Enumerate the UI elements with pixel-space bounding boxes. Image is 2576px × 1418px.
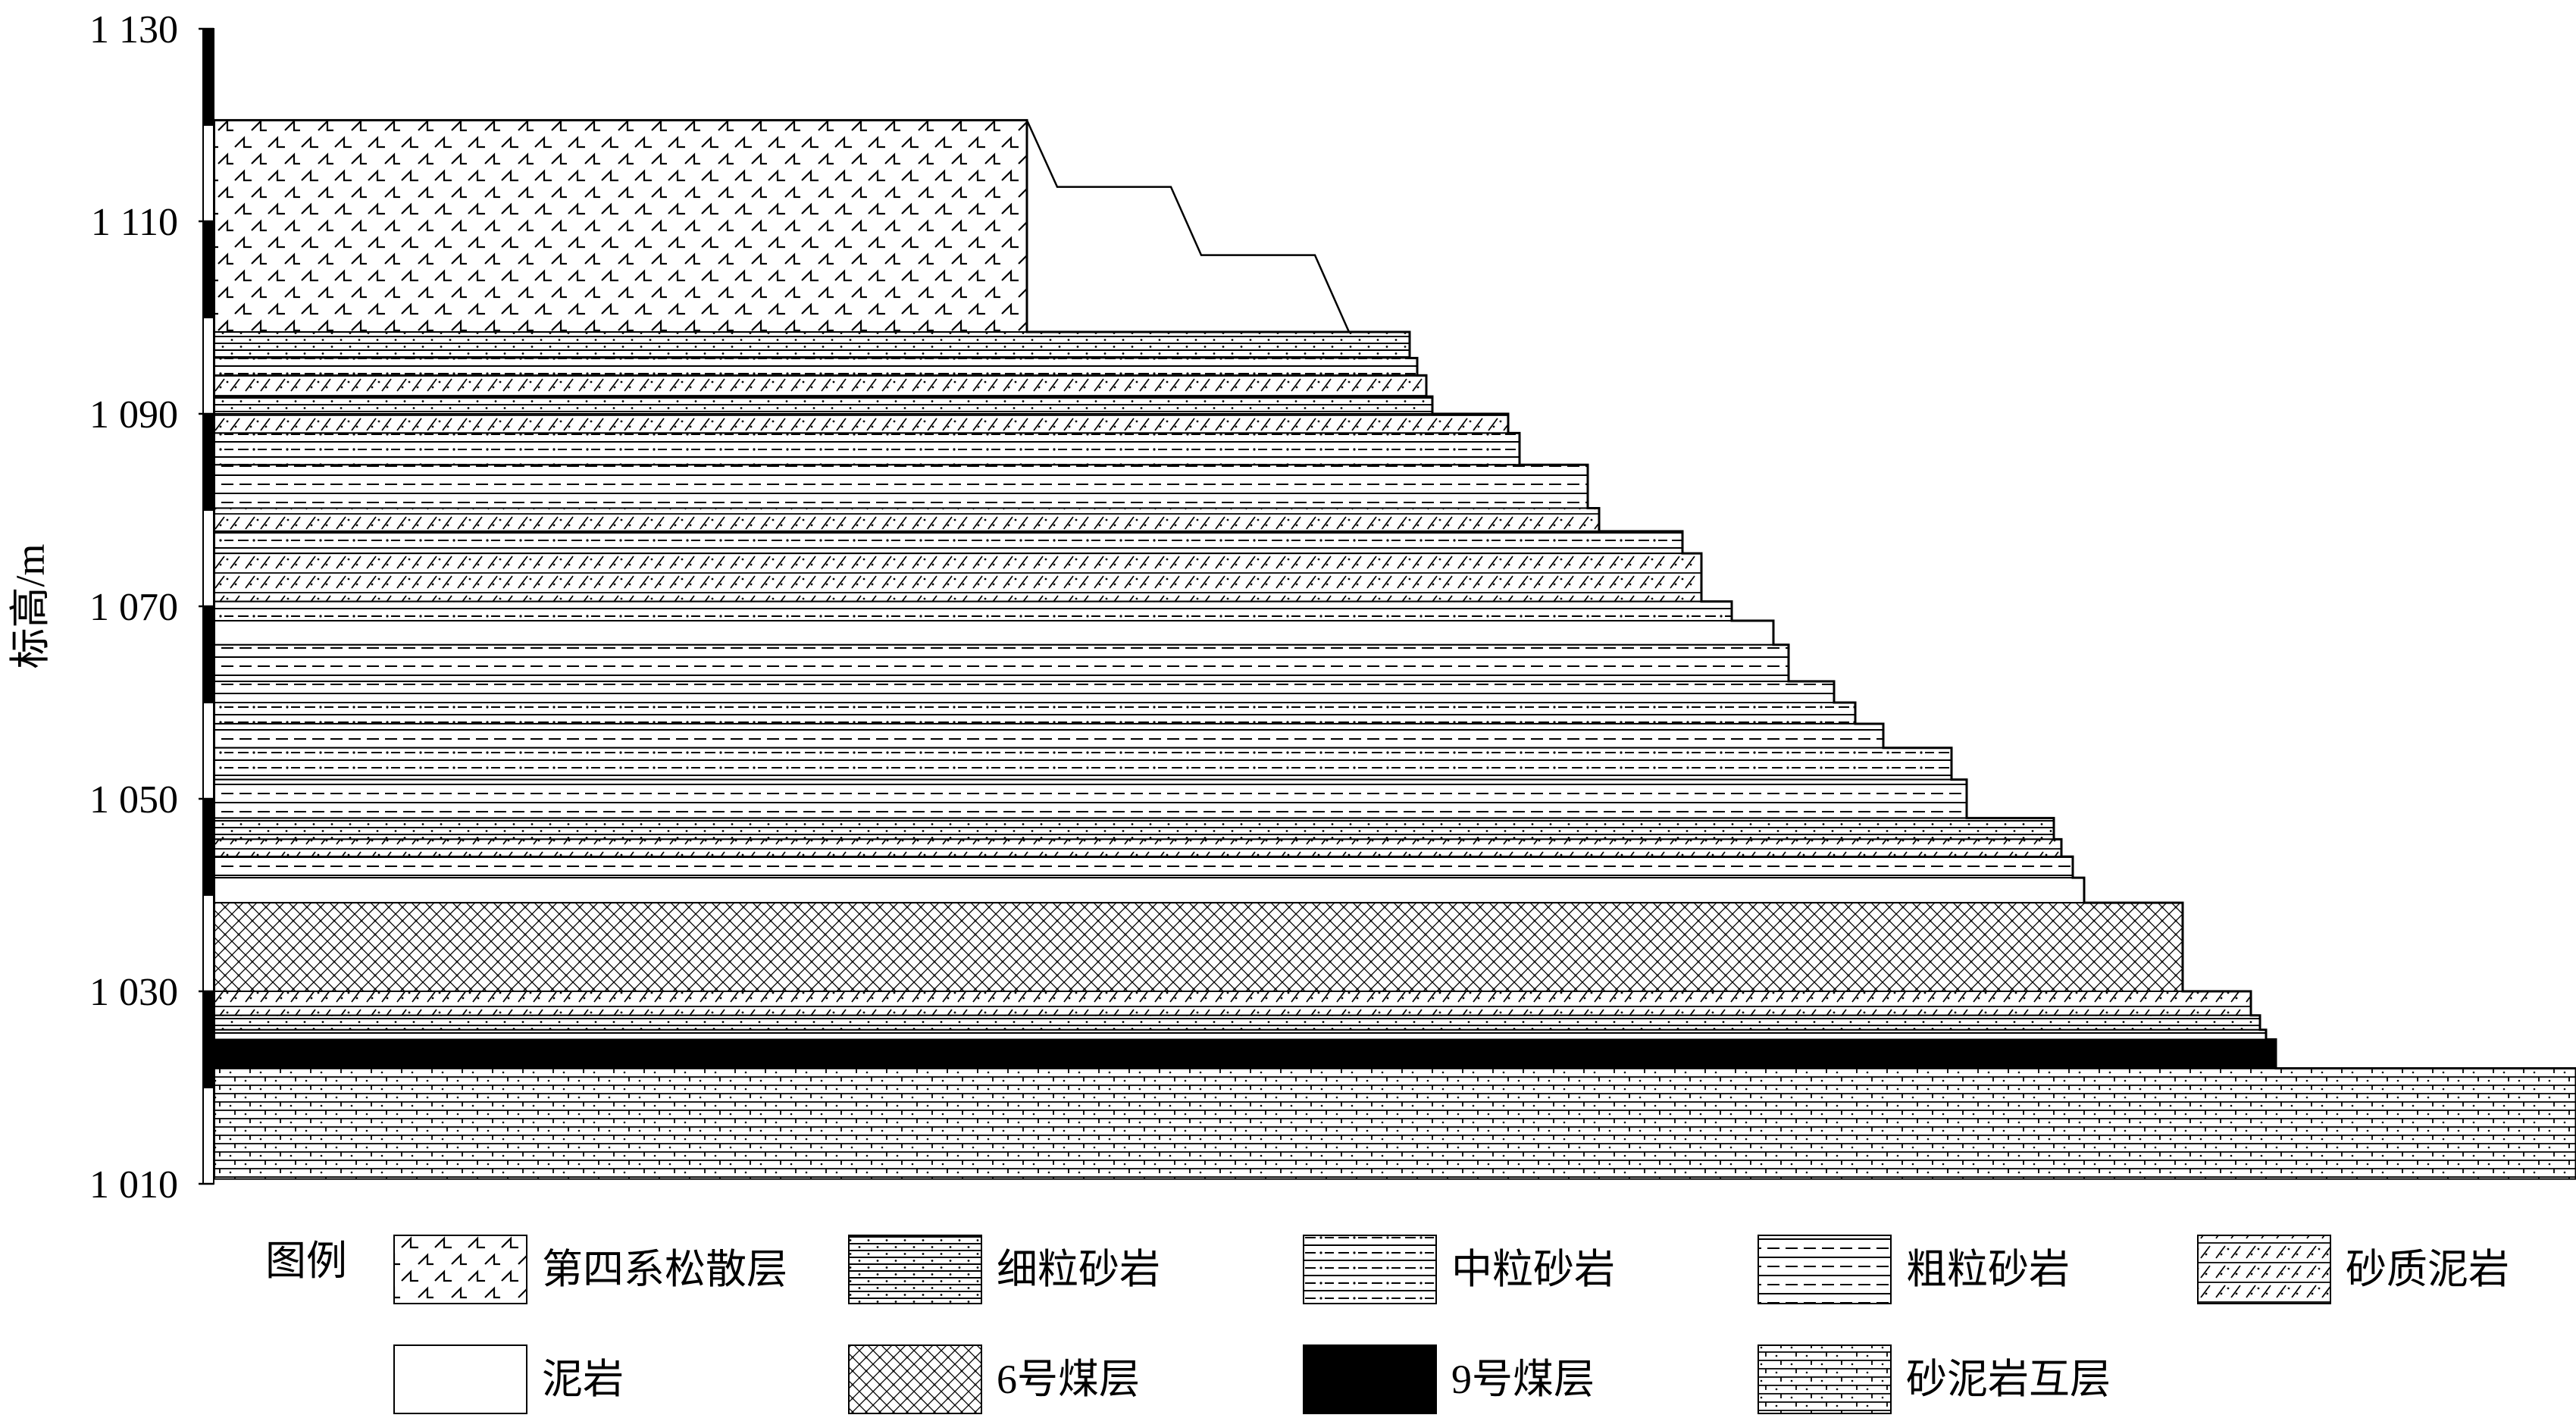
stratum-medium_sandstone	[214, 600, 1732, 622]
legend-label-coal6: 6号煤层	[997, 1357, 1140, 1402]
axis-scale-segment	[202, 124, 214, 222]
legend-title: 图例	[265, 1238, 347, 1284]
axis-scale-segment	[202, 894, 214, 992]
axis-scale-segment	[202, 221, 214, 318]
axis-scale-segment	[202, 509, 214, 607]
axis-title: 标高/m	[8, 543, 53, 668]
stratum-sandy_mudstone	[214, 413, 1509, 434]
axis-tick-label: 1 130	[89, 8, 178, 52]
strata-layers	[214, 119, 2576, 1180]
stratum-medium_sandstone	[214, 747, 1952, 781]
legend-label-quaternary: 第四系松散层	[542, 1247, 787, 1292]
legend-label-mudstone: 泥岩	[542, 1357, 624, 1402]
stratum-medium_sandstone	[214, 530, 1683, 555]
stratum-coarse_sandstone	[214, 681, 1835, 703]
axis-scale-segment	[202, 991, 214, 1088]
legend-swatch-sandy_mudstone	[2197, 1235, 2331, 1304]
stratum-mudstone	[214, 620, 1774, 646]
legend-swatch-quaternary	[393, 1235, 527, 1304]
axis-tick-label: 1 050	[89, 778, 178, 822]
legend-label-fine_sandstone: 细粒砂岩	[997, 1247, 1160, 1292]
axis-tick-label: 1 110	[91, 201, 178, 244]
stratum-coal9	[214, 1038, 2277, 1069]
axis-tick-label: 1 070	[89, 586, 178, 629]
stratum-sandy_mudstone	[214, 374, 1427, 398]
axis-scale-segment	[202, 413, 214, 511]
legend-swatch-coarse_sandstone	[1758, 1235, 1892, 1304]
stratum-coarse_sandstone	[214, 643, 1789, 683]
legend-swatch-mudstone	[393, 1344, 527, 1414]
legend-swatch-coal9	[1303, 1344, 1437, 1414]
axis-tick-label: 1 010	[89, 1163, 178, 1207]
stratum-medium_sandstone	[214, 702, 1856, 725]
stratum-mudstone	[214, 877, 2085, 904]
stratum-sandy_mudstone	[214, 991, 2252, 1016]
stratum-sandy_mudstone	[214, 507, 1600, 532]
stratum-interbed	[214, 1067, 2576, 1180]
stratum-fine_sandstone	[214, 1014, 2261, 1031]
elevation-axis: 1 130 1 110 1 090 1 070 1 050 1 030 1 010	[89, 8, 214, 1207]
stratum-quaternary	[214, 119, 1028, 333]
legend-label-sandy_mudstone: 砂质泥岩	[2346, 1247, 2509, 1292]
axis-scale-segment	[202, 28, 214, 126]
stratum-fine_sandstone	[214, 331, 1410, 359]
axis-scale-segment	[202, 798, 214, 896]
stratum-fine_sandstone	[214, 817, 2055, 840]
axis-scale-segment	[202, 702, 214, 800]
axis-tick-label: 1 090	[89, 393, 178, 437]
stratum-coal6	[214, 902, 2183, 993]
legend-swatch-medium_sandstone	[1303, 1235, 1437, 1304]
stratum-fine_sandstone	[214, 396, 1433, 415]
legend-swatch-fine_sandstone	[848, 1235, 982, 1304]
legend-label-coal9: 9号煤层	[1451, 1357, 1595, 1402]
axis-tick-label: 1 030	[89, 971, 178, 1014]
axis-scale-segment	[202, 317, 214, 415]
stratum-medium_sandstone	[214, 432, 1520, 466]
stratum-coarse_sandstone	[214, 856, 2074, 879]
legend-label-coarse_sandstone: 粗粒砂岩	[1906, 1247, 2070, 1292]
stratum-medium_sandstone	[214, 1028, 2267, 1041]
stratum-sandy_mudstone	[214, 838, 2062, 858]
legend-swatch-interbed	[1758, 1344, 1892, 1414]
legend-swatch-coal6	[848, 1344, 982, 1414]
strata-outline	[214, 119, 2576, 1179]
stratum-coarse_sandstone	[214, 778, 1967, 819]
stratum-sandy_mudstone	[214, 552, 1702, 603]
stratum-coarse_sandstone	[214, 464, 1588, 509]
stratum-medium_sandstone	[214, 357, 1418, 377]
stratum-coarse_sandstone	[214, 722, 1884, 749]
legend-label-interbed: 砂泥岩互层	[1906, 1357, 2111, 1402]
axis-scale-segment	[202, 606, 214, 703]
legend-label-medium_sandstone: 中粒砂岩	[1451, 1247, 1615, 1292]
quaternary-flank	[1025, 120, 1410, 333]
axis-scale-segment	[202, 1087, 214, 1185]
